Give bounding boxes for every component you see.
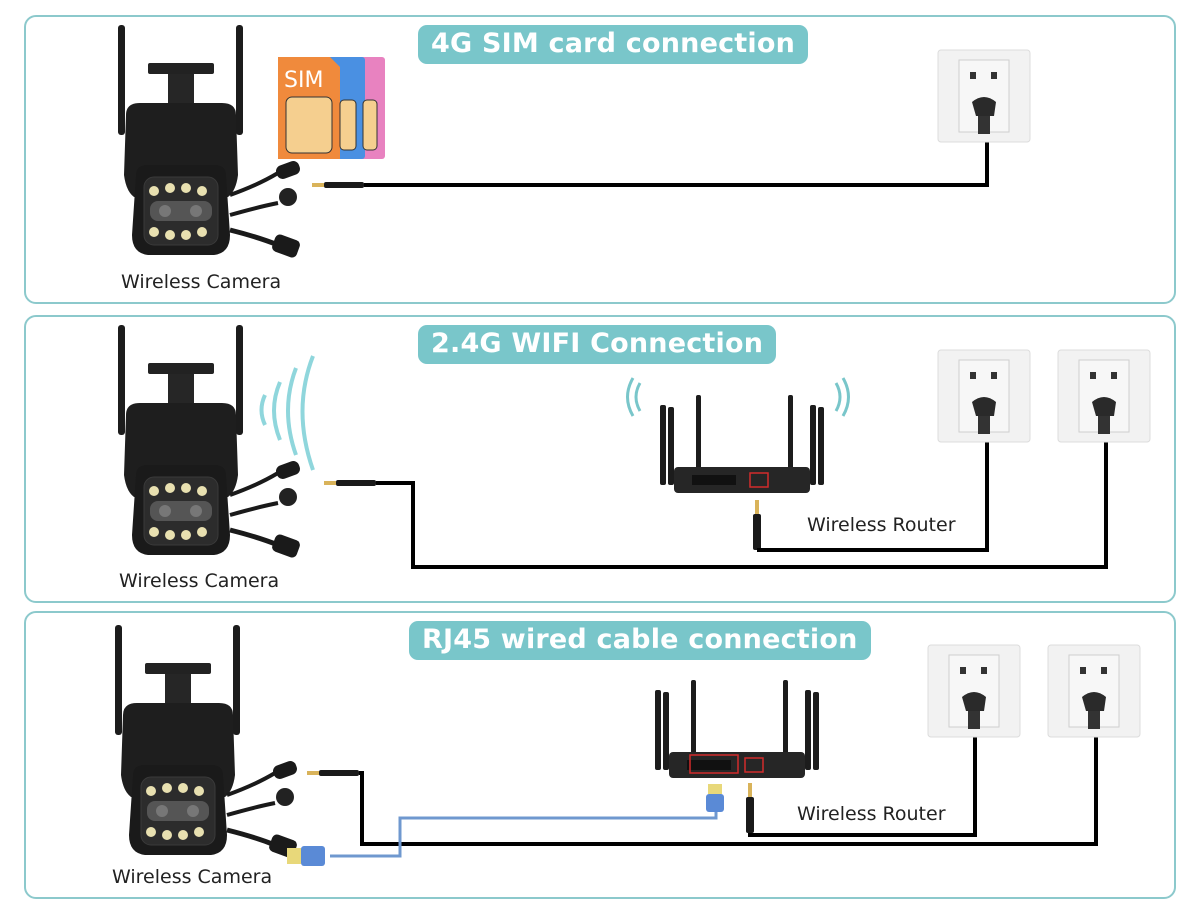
panel-title-wifi: 2.4G WIFI Connection [418,325,777,364]
power-outlet-icon [937,349,1031,443]
panel-title-4g: 4G SIM card connection [418,25,809,64]
power-cable [376,440,1108,569]
dc-power-jack-icon [307,770,359,776]
ethernet-cable [330,810,718,858]
router-power-jack-icon [753,500,761,550]
router-power-jack-icon [746,783,754,833]
sim-label: SIM [284,68,323,93]
router-power-cable [748,730,977,837]
wireless-router-icon [659,394,825,494]
power-outlet-icon [927,644,1021,738]
dc-power-jack-icon [324,480,376,486]
router-label: Wireless Router [807,514,956,536]
wireless-camera-icon [118,25,302,259]
lan-port-highlight [689,754,739,774]
camera-label: Wireless Camera [112,866,273,888]
dc-power-jack-icon [312,182,364,188]
power-cable [364,140,989,187]
camera-label: Wireless Camera [119,570,280,592]
router-wifi-signal-icon [626,377,850,417]
power-cable [359,730,1098,846]
router-power-cable [757,440,989,552]
panel-title-rj45: RJ45 wired cable connection [409,621,871,660]
rj45-connector-icon [287,784,724,866]
power-outlet-icon [1057,349,1151,443]
sim-card-icon [278,57,385,159]
power-outlet-icon [1047,644,1141,738]
camera-label: Wireless Camera [121,271,282,293]
wireless-router-icon [654,679,820,779]
wireless-camera-icon [118,325,302,559]
wifi-signal-icon [259,355,315,471]
wireless-camera-icon [115,625,299,859]
router-label: Wireless Router [797,803,946,825]
power-outlet-icon [937,49,1031,143]
